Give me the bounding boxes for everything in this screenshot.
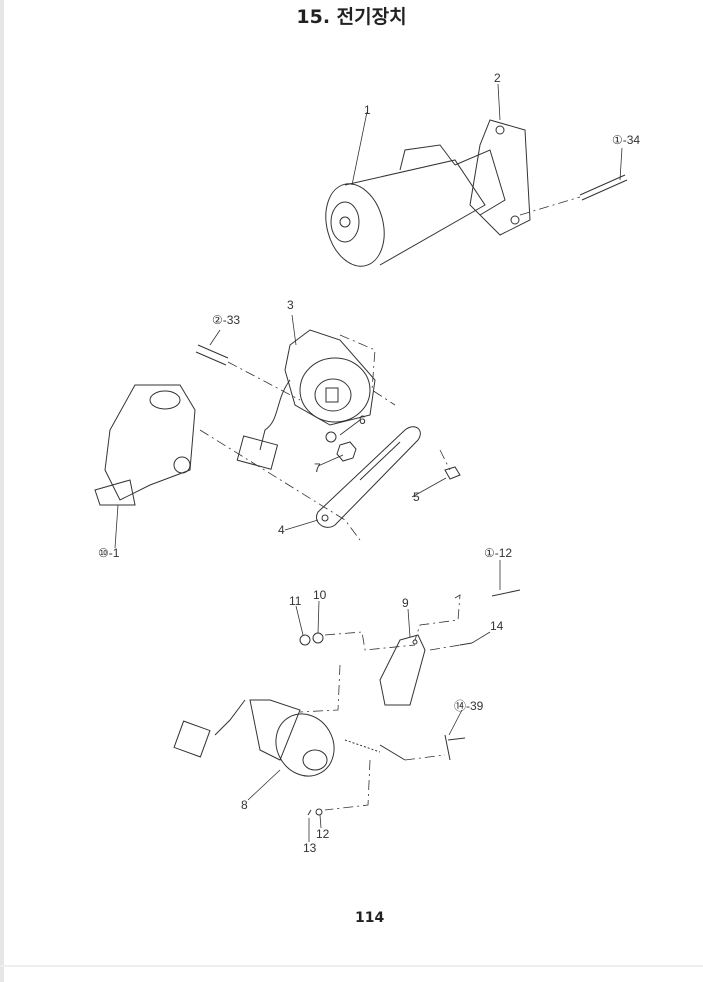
starter-motor	[325, 119, 531, 267]
stop-solenoid	[173, 699, 335, 777]
water-pump-housing	[94, 384, 196, 506]
callout-12: 12	[316, 827, 330, 841]
stud-12	[491, 589, 521, 597]
page-number: 114	[355, 910, 385, 926]
stud-bolt	[579, 174, 628, 201]
stud-bolt-2	[195, 344, 229, 366]
callout-14-39: ⑭-39	[454, 699, 484, 713]
callout-11: 11	[289, 594, 302, 608]
page-edge	[0, 0, 4, 982]
callout-10: 10	[313, 588, 327, 602]
callout-9: 9	[402, 596, 409, 610]
callout-10-1: ⑩-1	[98, 546, 120, 560]
callout-8: 8	[241, 798, 248, 812]
spring	[344, 739, 381, 753]
washer-10	[312, 632, 324, 644]
adjusting-bracket	[316, 426, 421, 528]
page-bottom-edge	[0, 965, 703, 967]
bolt-14	[459, 642, 473, 646]
callout-2-33: ②-33	[212, 313, 240, 327]
callout-2: 2	[494, 71, 501, 85]
lever-39	[444, 734, 466, 761]
callout-7: 7	[314, 461, 321, 475]
callout-6: 6	[359, 413, 366, 427]
callout-13: 13	[303, 841, 317, 855]
page-title: 15. 전기장치	[296, 6, 407, 28]
callout-1-34: ①-34	[612, 133, 640, 147]
pin-13	[307, 809, 312, 816]
callout-4: 4	[278, 523, 285, 537]
callout-1: 1	[364, 103, 371, 117]
washer	[325, 431, 337, 443]
callout-5: 5	[413, 490, 420, 504]
solenoid-bracket	[379, 634, 426, 706]
nut-11	[299, 634, 311, 646]
callout-3: 3	[287, 298, 294, 312]
callout-1-12: ①-12	[484, 546, 512, 560]
bolt	[444, 466, 461, 480]
washer-12	[315, 808, 323, 816]
alternator	[236, 329, 376, 470]
nut	[336, 441, 357, 462]
callout-14: 14	[490, 619, 504, 633]
